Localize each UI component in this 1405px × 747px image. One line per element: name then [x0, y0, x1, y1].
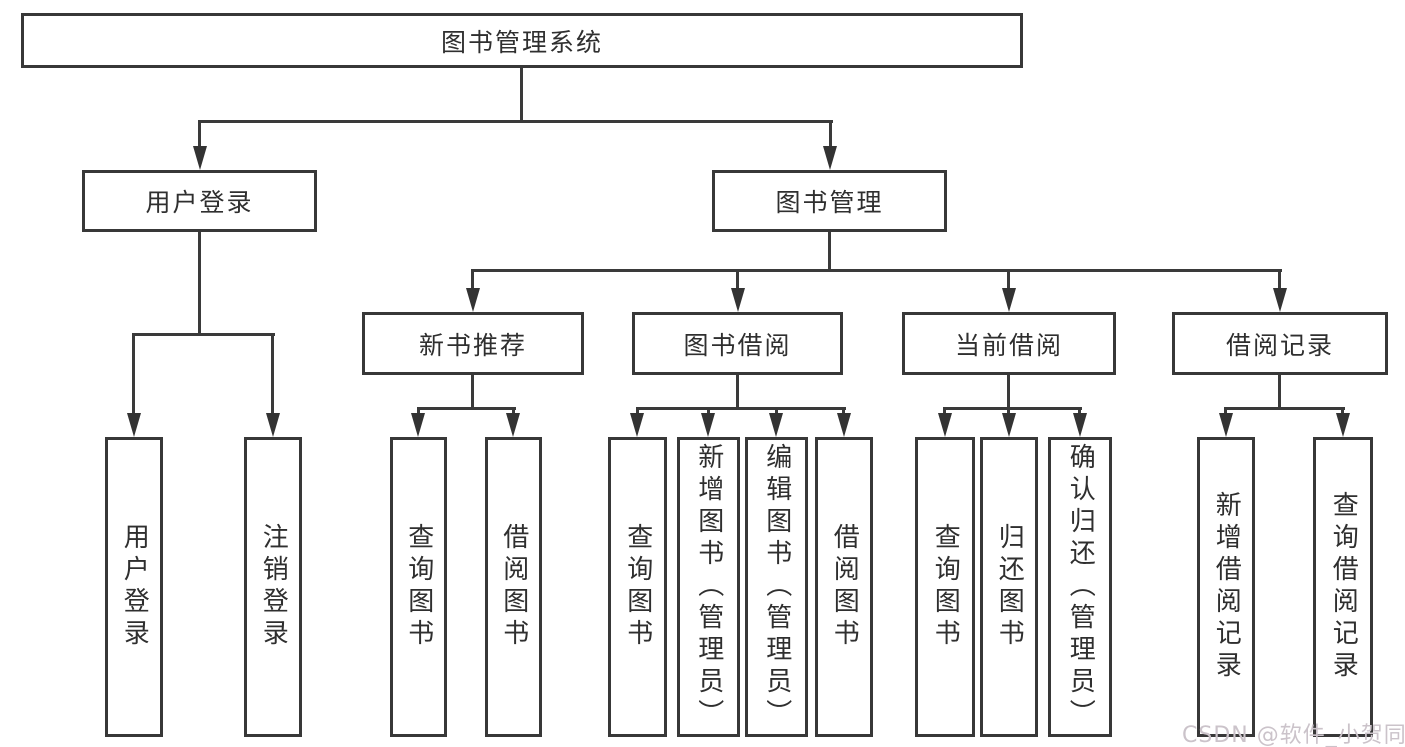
connector-line: [636, 407, 639, 416]
connector-line: [198, 232, 201, 336]
connector-line: [943, 407, 946, 416]
connector-line: [707, 407, 710, 416]
connector-line: [1007, 375, 1010, 410]
node-user-login: 用户登录: [82, 170, 317, 232]
connector-line: [512, 407, 515, 416]
node-label: 归还图书: [994, 523, 1025, 651]
leaf-query-books-current: 查询图书: [915, 437, 975, 737]
connector-line: [736, 269, 739, 291]
connector-line: [417, 407, 516, 410]
arrow-down-icon: [731, 288, 745, 312]
node-borrow-records: 借阅记录: [1172, 312, 1388, 375]
arrow-down-icon: [837, 413, 851, 437]
connector-line: [828, 232, 831, 272]
node-label: 新增借阅记录: [1211, 491, 1242, 683]
leaf-borrow-books: 借阅图书: [815, 437, 873, 737]
connector-line: [520, 68, 523, 122]
connector-line: [1224, 407, 1227, 416]
leaf-query-books-recommend: 查询图书: [390, 437, 447, 737]
arrow-down-icon: [1336, 413, 1350, 437]
arrow-down-icon: [1073, 413, 1087, 437]
node-label: 新增图书（管理员）: [693, 443, 724, 731]
leaf-query-books-borrow: 查询图书: [608, 437, 667, 737]
leaf-confirm-return-admin: 确认归还（管理员）: [1048, 437, 1112, 737]
node-label: 借阅记录: [1225, 330, 1334, 360]
connector-line: [775, 407, 778, 416]
connector-line: [1007, 269, 1010, 291]
connector-line: [471, 269, 474, 291]
connector-line: [271, 333, 274, 415]
csdn-watermark: CSDN @软件_小贺同学: [1182, 723, 1405, 747]
leaf-edit-book-admin: 编辑图书（管理员）: [745, 437, 808, 737]
arrow-down-icon: [1273, 288, 1287, 312]
leaf-logout: 注销登录: [244, 437, 302, 737]
connector-line: [471, 269, 1282, 272]
arrow-down-icon: [266, 413, 280, 437]
node-library-management-system: 图书管理系统: [21, 13, 1023, 68]
connector-line: [1078, 407, 1081, 416]
node-label: 注销登录: [258, 523, 289, 651]
node-label: 确认归还（管理员）: [1065, 443, 1096, 731]
arrow-down-icon: [193, 146, 207, 170]
leaf-query-borrow-record: 查询借阅记录: [1313, 437, 1373, 737]
arrow-down-icon: [506, 413, 520, 437]
node-label: 借阅图书: [498, 523, 529, 651]
connector-line: [471, 375, 474, 410]
arrow-down-icon: [1002, 413, 1016, 437]
arrow-down-icon: [630, 413, 644, 437]
arrow-down-icon: [411, 413, 425, 437]
connector-line: [829, 120, 832, 148]
node-label: 图书管理系统: [440, 27, 603, 57]
arrow-down-icon: [701, 413, 715, 437]
node-label: 查询图书: [403, 523, 434, 651]
node-label: 用户登录: [119, 523, 150, 651]
arrow-down-icon: [938, 413, 952, 437]
node-label: 当前借阅: [954, 330, 1063, 360]
connector-line: [1278, 269, 1281, 291]
connector-line: [132, 333, 135, 415]
connector-line: [1007, 407, 1010, 416]
leaf-return-books: 归还图书: [980, 437, 1038, 737]
node-book-management: 图书管理: [712, 170, 947, 232]
node-label: 编辑图书（管理员）: [761, 443, 792, 731]
node-current-borrow: 当前借阅: [902, 312, 1116, 375]
connector-line: [1341, 407, 1344, 416]
arrow-down-icon: [466, 288, 480, 312]
arrow-down-icon: [1219, 413, 1233, 437]
node-label: 查询图书: [930, 523, 961, 651]
arrow-down-icon: [823, 146, 837, 170]
connector-line: [736, 375, 739, 410]
node-label: 用户登录: [145, 188, 254, 217]
node-label: 图书借阅: [683, 330, 792, 360]
arrow-down-icon: [769, 413, 783, 437]
arrow-down-icon: [127, 413, 141, 437]
leaf-add-book-admin: 新增图书（管理员）: [677, 437, 740, 737]
node-book-borrow: 图书借阅: [632, 312, 843, 375]
node-label: 借阅图书: [829, 523, 860, 651]
node-new-book-recommend: 新书推荐: [362, 312, 584, 375]
connector-line: [943, 407, 1082, 410]
arrow-down-icon: [1002, 288, 1016, 312]
leaf-add-borrow-record: 新增借阅记录: [1197, 437, 1255, 737]
connector-line: [198, 120, 833, 123]
leaf-user-login: 用户登录: [105, 437, 163, 737]
node-label: 图书管理: [775, 188, 884, 217]
node-label: 查询借阅记录: [1328, 491, 1359, 683]
connector-line: [1224, 407, 1345, 410]
connector-line: [1278, 375, 1281, 410]
node-label: 查询图书: [622, 523, 653, 651]
connector-line: [198, 120, 201, 148]
leaf-borrow-books-recommend: 借阅图书: [485, 437, 542, 737]
connector-line: [636, 407, 846, 410]
node-label: 新书推荐: [418, 330, 527, 360]
connector-line: [132, 333, 275, 336]
connector-line: [417, 407, 420, 416]
connector-line: [842, 407, 845, 416]
